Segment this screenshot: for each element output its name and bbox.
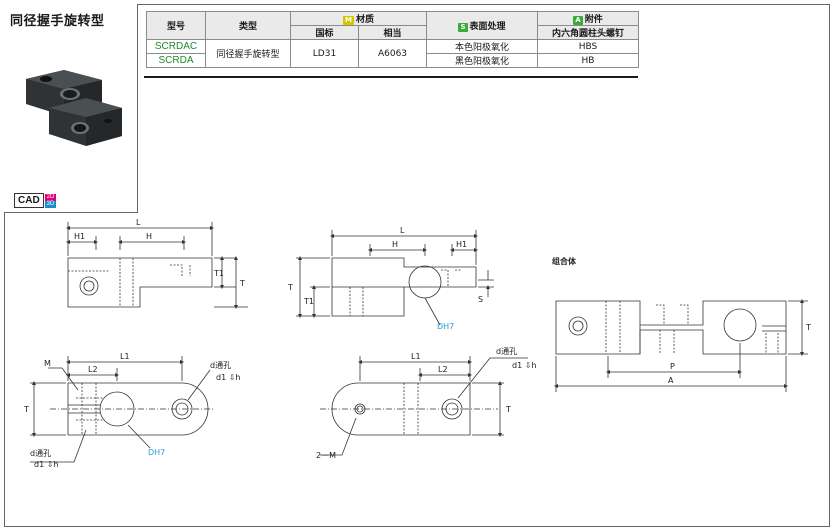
dim-d-hole: d通孔 [30,448,51,458]
dim-d1-depth: d1 ⇩h [216,373,240,382]
dim-d1-depth: d1 ⇩h [34,460,58,469]
dim-A: A [668,376,674,385]
dimension-labels: L H1 H T1 T L H H1 T T1 S DH7 L1 L2 T M … [23,218,811,469]
dim-S: S [478,295,483,304]
dim-T: T [505,405,511,414]
material-tag: M [343,16,354,25]
dim-d-hole: d通孔 [496,346,517,356]
dim-d1-depth: d1 ⇩h [512,361,536,370]
view-side-center [296,230,494,326]
header-model: 型号 [146,11,206,40]
material-national-cell: LD31 [290,39,359,68]
surface-cell: 黑色阳极氧化 [426,53,538,68]
dim-L1: L1 [120,352,130,361]
dim-M: M [44,359,51,368]
dim-DH7: DH7 [437,322,454,331]
cad-label: CAD [14,193,44,208]
header-material-label: 材质 [355,15,374,25]
cad-3d-badge: 3D [44,200,57,208]
header-type: 类型 [205,11,291,40]
cad-dims: 2D 3D [44,193,57,208]
product-title: 同径握手旋转型 [10,14,105,29]
type-cell: 同径握手旋转型 [205,39,291,68]
product-photo-panel: 同径握手旋转型 CAD 2D 3D [4,4,138,213]
header-material-national: 国标 [290,25,359,40]
dim-H1: H1 [456,240,467,249]
dim-L2: L2 [438,365,448,374]
dim-H: H [392,240,398,249]
dim-H1: H1 [74,232,85,241]
dim-T: T [287,283,293,292]
dim-DH7: DH7 [148,448,165,457]
dim-d-hole: d通孔 [210,360,231,370]
header-surface-label: 表面处理 [469,22,506,32]
dim-T: T [23,405,29,414]
cad-badge[interactable]: CAD 2D 3D [14,193,57,208]
dim-L1: L1 [411,352,421,361]
cad-2d-badge: 2D [44,193,57,201]
dim-H: H [146,232,152,241]
surface-tag: S [458,23,468,32]
view-assembly [554,299,808,392]
dim-L: L [400,226,405,235]
header-accessory-label: 附件 [584,15,603,25]
model-cell: SCRDA [146,53,206,68]
accessory-cell: HB [537,53,639,68]
dim-P: P [670,362,675,371]
dim-2M: 2－M [316,451,336,460]
assembly-title: 组合体 [552,256,577,266]
dim-L2: L2 [88,365,98,374]
view-side-left [66,222,248,309]
product-photo [26,70,122,146]
dim-T: T [805,323,811,332]
table-bottom-rule [144,76,638,78]
material-equivalent-cell: A6063 [358,39,427,68]
view-plan-center [320,356,528,456]
dim-T: T [239,279,245,288]
accessory-tag: A [573,16,583,25]
view-plan-left [30,356,215,463]
dim-T1: T1 [213,269,224,278]
dim-L: L [136,218,141,227]
header-accessory-detail: 内六角圆柱头螺钉 [537,25,639,40]
drawing-frame [4,4,830,527]
dim-T1: T1 [303,297,314,306]
